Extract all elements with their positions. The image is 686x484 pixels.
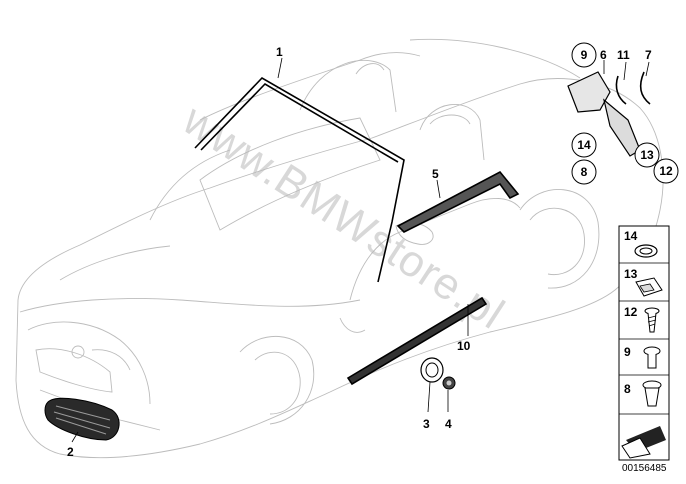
legend-label-9: 9 <box>624 345 631 359</box>
screw-icon <box>644 307 660 333</box>
legend-label-12: 12 <box>624 305 638 319</box>
callout-4: 4 <box>445 417 452 431</box>
catalog-number: 00156485 <box>622 463 667 474</box>
kidney-grille-part <box>44 397 120 441</box>
fastener-legend: 14 13 12 9 8 <box>618 225 670 461</box>
expanding-rivet-icon <box>643 346 661 369</box>
emblem-cap-part <box>442 376 456 390</box>
callout-13: 13 <box>640 148 654 162</box>
emblem-base-part <box>420 357 444 383</box>
callout-8: 8 <box>581 165 588 179</box>
callout-6: 6 <box>600 48 607 62</box>
windscreen-seal-part <box>194 76 405 283</box>
callout-7: 7 <box>645 48 652 62</box>
side-sill-strip-part <box>346 296 488 386</box>
callout-labels: 1 2 3 4 5 6 7 10 11 <box>67 45 652 459</box>
circled-callouts: 9 14 8 13 12 <box>571 42 679 185</box>
grommet-ring-icon <box>634 244 658 258</box>
catalog-arrow-icon <box>621 426 666 459</box>
callout-11: 11 <box>617 48 630 62</box>
callout-12: 12 <box>659 164 673 178</box>
watermark-text: www.BMWstore.pl <box>174 95 513 339</box>
speed-nut-clip-icon <box>635 277 663 297</box>
door-seal-strip-part <box>396 170 520 233</box>
car-body-outline <box>15 38 664 459</box>
leader-lines <box>71 57 650 443</box>
legend-label-14: 14 <box>624 229 638 243</box>
callout-9: 9 <box>581 48 588 62</box>
callout-2: 2 <box>67 445 74 459</box>
legend-frame <box>618 225 670 461</box>
callout-5: 5 <box>432 167 439 181</box>
callout-1: 1 <box>276 45 283 59</box>
callout-3: 3 <box>423 417 430 431</box>
legend-label-13: 13 <box>624 267 638 281</box>
legend-label-8: 8 <box>624 382 631 396</box>
callout-10: 10 <box>457 339 471 353</box>
push-clip-icon <box>642 380 662 407</box>
callout-14: 14 <box>577 138 591 152</box>
